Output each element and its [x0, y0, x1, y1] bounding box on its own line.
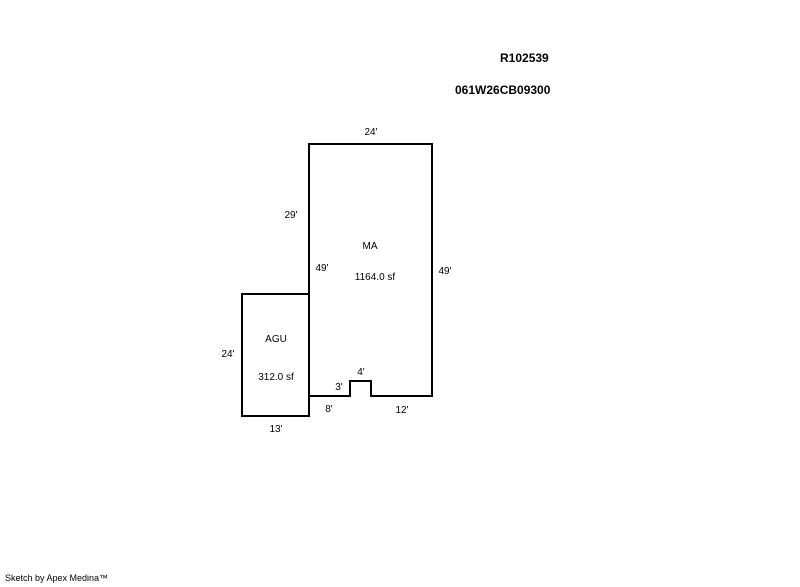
dim-ma-left-upper: 29' — [284, 210, 297, 221]
agu-outline — [241, 293, 310, 417]
dim-ma-bump-width: 4' — [357, 367, 365, 378]
dim-ma-bottom-left: 8' — [325, 404, 333, 415]
account-id: R102539 — [500, 51, 549, 65]
dim-ma-bump-depth: 3' — [335, 382, 343, 393]
dim-agu-left: 24' — [221, 349, 234, 360]
dim-ma-bottom-right: 12' — [395, 405, 408, 416]
dim-ma-top: 24' — [364, 127, 377, 138]
agu-area-size: 312.0 sf — [258, 372, 294, 383]
main-area-code: MA — [363, 241, 378, 252]
parcel-id: 061W26CB09300 — [455, 83, 551, 97]
dim-ma-right: 49' — [438, 266, 451, 277]
dim-agu-bottom: 13' — [269, 424, 282, 435]
dim-ma-left-lower: 49' — [315, 263, 328, 274]
main-area-outline — [308, 143, 433, 397]
sketch-credit: Sketch by Apex Medina™ — [5, 573, 109, 583]
main-area-size: 1164.0 sf — [355, 272, 396, 283]
agu-area-code: AGU — [265, 334, 287, 345]
